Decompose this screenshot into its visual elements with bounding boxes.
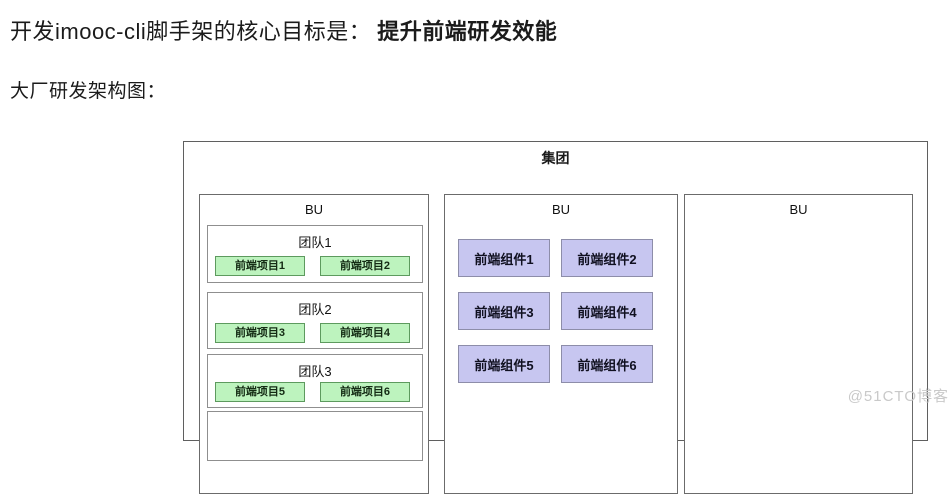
component-box-3: 前端组件3 <box>458 292 550 330</box>
component-box-1: 前端组件1 <box>458 239 550 277</box>
team-box-4-partial <box>207 411 423 461</box>
team-box-3: 团队3 前端项目5 前端项目6 <box>207 354 423 408</box>
heading-prefix: 开发imooc-cli脚手架的核心目标是： <box>10 19 372 44</box>
project-box-2: 前端项目2 <box>320 256 410 276</box>
bu-1-label: BU <box>304 202 324 217</box>
diagram-caption: 大厂研发架构图： <box>10 81 167 102</box>
component-box-4: 前端组件4 <box>561 292 653 330</box>
bu-2-label: BU <box>551 202 571 217</box>
bu-3-label: BU <box>789 202 808 217</box>
project-box-3: 前端项目3 <box>215 323 305 343</box>
component-box-2: 前端组件2 <box>561 239 653 277</box>
team-3-label: 团队3 <box>298 364 332 379</box>
bu-box-1: BU 团队1 前端项目1 前端项目2 团队2 前端项目3 前端项目4 团队3 前… <box>199 194 429 494</box>
project-box-6: 前端项目6 <box>320 382 410 402</box>
project-box-1: 前端项目1 <box>215 256 305 276</box>
watermark: @51CTO博客 <box>847 388 949 405</box>
team-2-label: 团队2 <box>298 302 332 317</box>
bu-box-2: BU 前端组件1 前端组件2 前端组件3 前端组件4 前端组件5 前端组件6 <box>444 194 678 494</box>
group-box: 集团 BU 团队1 前端项目1 前端项目2 团队2 前端项目3 前端项目4 团队… <box>183 141 928 494</box>
component-box-6: 前端组件6 <box>561 345 653 383</box>
page-title: 开发imooc-cli脚手架的核心目标是：提升前端研发效能 <box>10 14 557 46</box>
project-box-4: 前端项目4 <box>320 323 410 343</box>
team-box-2: 团队2 前端项目3 前端项目4 <box>207 292 423 349</box>
heading-goal-bold: 提升前端研发效能 <box>377 19 558 44</box>
group-label: 集团 <box>541 150 570 166</box>
team-box-1: 团队1 前端项目1 前端项目2 <box>207 225 423 283</box>
bu-box-3: BU <box>684 194 913 494</box>
team-1-label: 团队1 <box>298 235 332 250</box>
component-box-5: 前端组件5 <box>458 345 550 383</box>
project-box-5: 前端项目5 <box>215 382 305 402</box>
